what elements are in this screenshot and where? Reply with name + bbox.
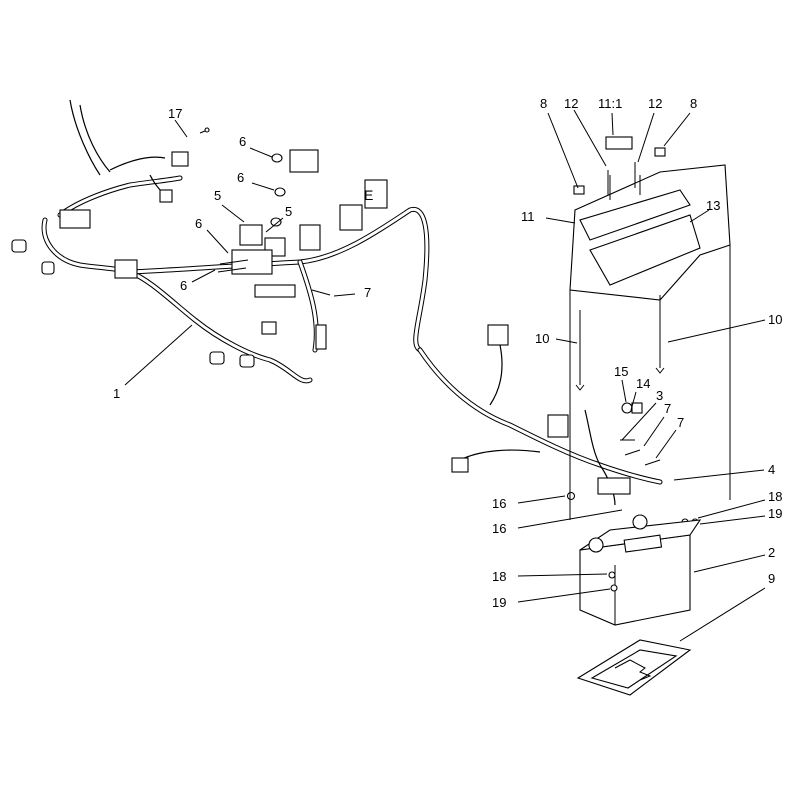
callout-7c: 7: [677, 415, 684, 430]
callout-5b: 5: [285, 204, 292, 219]
callout-17: 17: [168, 106, 182, 121]
leader-lines: [124, 109, 766, 642]
wire-harness: [41, 99, 663, 506]
callout-9: 9: [768, 571, 775, 586]
connectors: [11, 149, 631, 495]
battery-tray: [576, 639, 692, 696]
callout-7a: 7: [364, 285, 371, 300]
callout-5a: 5: [214, 188, 221, 203]
callout-15: 15: [614, 364, 628, 379]
callout-1: 1: [113, 386, 120, 401]
callout-18b: 18: [492, 569, 506, 584]
callout-19a: 19: [768, 506, 782, 521]
callout-6d: 6: [180, 278, 187, 293]
battery-hold-down: [569, 136, 731, 520]
callout-6a: 6: [239, 134, 246, 149]
callout-E: E: [364, 187, 373, 203]
callout-16b: 16: [492, 521, 506, 536]
callout-18a: 18: [768, 489, 782, 504]
callout-12b: 12: [648, 96, 662, 111]
callout-6c: 6: [195, 216, 202, 231]
callout-4: 4: [768, 462, 775, 477]
battery: [579, 514, 702, 626]
callout-8a: 8: [540, 96, 547, 111]
callout-10a: 10: [535, 331, 549, 346]
callout-11: 11: [521, 209, 535, 224]
callout-13: 13: [706, 198, 720, 213]
callout-8b: 8: [690, 96, 697, 111]
callout-19b: 19: [492, 595, 506, 610]
callout-7b: 7: [664, 401, 671, 416]
callout-3: 3: [656, 388, 663, 403]
battery-rods: [575, 295, 665, 391]
callout-6b: 6: [237, 170, 244, 185]
callout-12a: 12: [564, 96, 578, 111]
callout-10b: 10: [768, 312, 782, 327]
callout-16a: 16: [492, 496, 506, 511]
callout-labels: 1 2 3 4 5 5 6 6 6 6 7 7 7 8 8 9 10 10 11…: [113, 96, 782, 610]
callout-11-1: 11:1: [598, 96, 622, 111]
callout-2: 2: [768, 545, 775, 560]
callout-14: 14: [636, 376, 650, 391]
